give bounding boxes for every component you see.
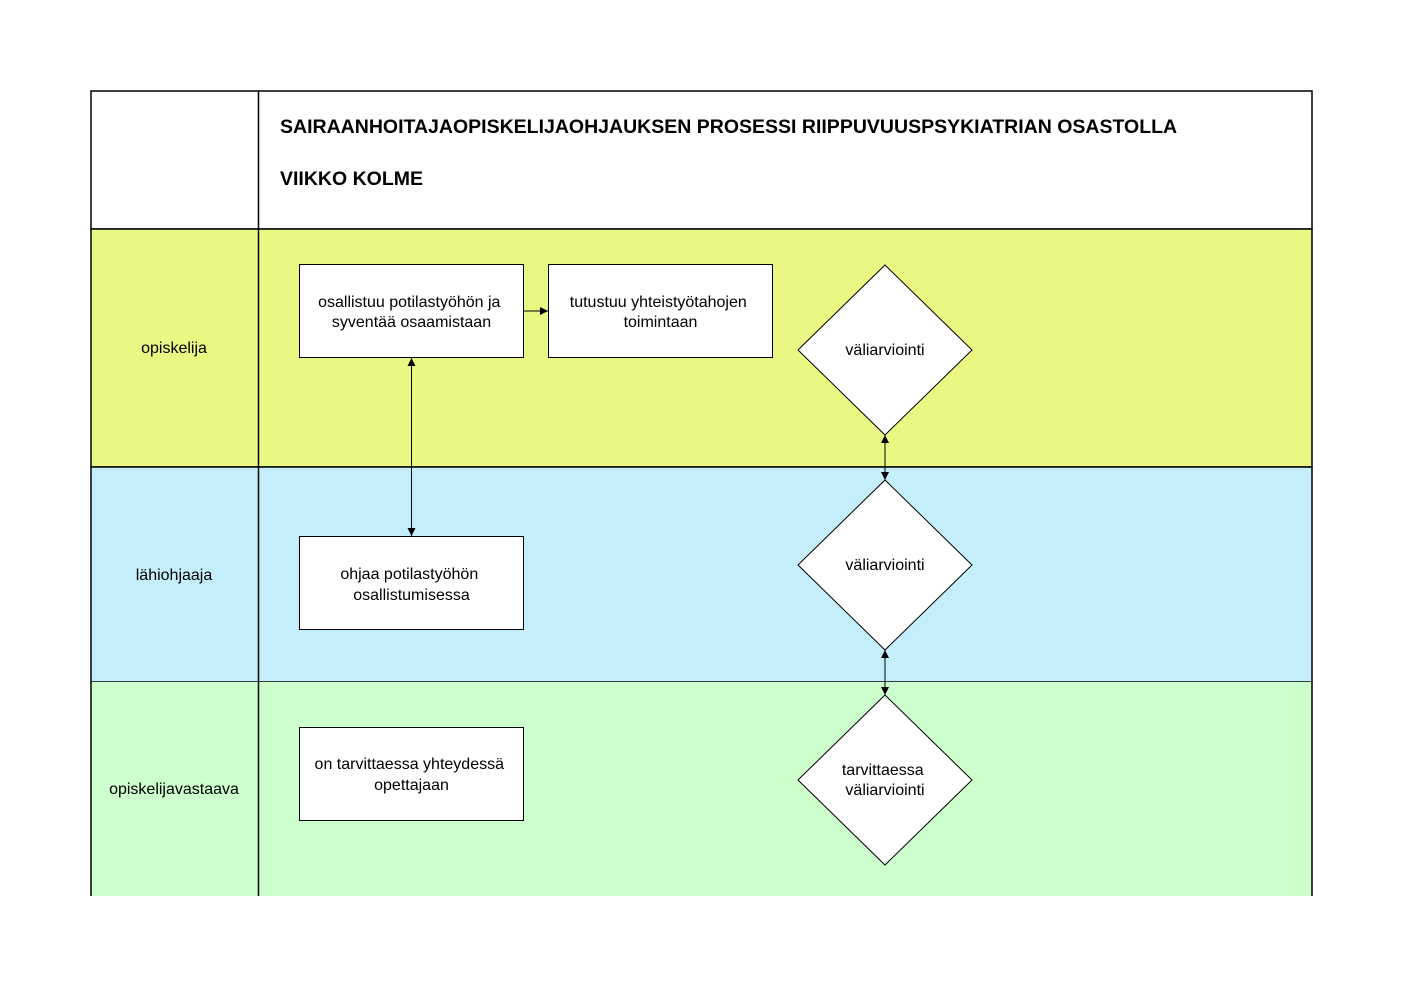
process-box-osallistuu-line-2: syventää osaamistaan [332,314,491,331]
decision-2-line-1: väliarviointi [845,557,924,574]
decision-3-line-2: väliarviointi [845,782,924,799]
svg-text:väliarviointi: väliarviointi [845,557,924,574]
process-box-tutustuu: tutustuu yhteistyötahojen toimintaan [548,264,773,358]
lane-opiskelijavastaava-background [91,682,1312,896]
diagram-title: SAIRAANHOITAJAOPISKELIJAOHJAUKSEN PROSES… [280,116,1177,138]
process-box-yhteydessa-line-1: on tarvittaessa yhteydessä [315,756,505,773]
lane-label-opiskelija: opiskelija [141,340,207,357]
process-box-osallistuu-line-1: osallistuu potilastyöhön ja [318,294,500,311]
process-box-tutustuu-line-2: toimintaan [624,314,698,331]
process-box-ohjaa: ohjaa potilastyöhön osallistumisessa [299,536,524,630]
process-box-ohjaa-line-1: ohjaa potilastyöhön [340,566,478,583]
diagram-subtitle: VIIKKO KOLME [280,168,423,190]
process-box-yhteydessa-line-2: opettajaan [374,777,449,794]
decision-tarvittaessa-valiarviointi: tarvittaessa väliarviointi [797,694,973,866]
lane-lahiohjaaja-background [90,466,1313,683]
svg-text:tutustuu yhteistyötahojen: tutustuu yhteistyötahojen toimintaan [570,294,751,331]
decision-valiarviointi-lahiohjaaja: väliarviointi [797,479,973,651]
process-box-ohjaa-line-2: osallistumisessa [353,587,470,604]
process-box-yhteydessa: on tarvittaessa yhteydessä opettajaan [299,727,524,821]
decision-valiarviointi-opiskelija: väliarviointi [797,264,973,436]
lane-label-lahiohjaaja: lähiohjaaja [136,567,213,584]
svg-text:on tarvittaessa yhteydessä: on tarvittaessa yhteydessä opettajaan [315,756,509,794]
lane-opiskelijavastaava: opiskelijavastaava [90,682,1313,896]
svg-text:osallistuu potilastyöhön ja: osallistuu potilastyöhön ja syventää osa… [318,294,505,331]
lane-lahiohjaaja: lähiohjaaja [90,466,1313,683]
process-box-osallistuu: osallistuu potilastyöhön ja syventää osa… [299,264,524,358]
svg-text:väliarviointi: väliarviointi [845,342,924,359]
process-box-tutustuu-line-1: tutustuu yhteistyötahojen [570,294,747,311]
header: SAIRAANHOITAJAOPISKELIJAOHJAUKSEN PROSES… [90,90,1313,230]
decision-1-line-1: väliarviointi [845,342,924,359]
lane-label-opiskelijavastaava: opiskelijavastaava [109,781,239,798]
svg-text:ohjaa potilastyöhön osal: ohjaa potilastyöhön osallistumisessa [340,566,482,604]
decision-3-line-1: tarvittaessa [842,762,924,779]
svg-text:tarvittaessa väliarvioin: tarvittaessa väliarviointi [842,762,928,799]
